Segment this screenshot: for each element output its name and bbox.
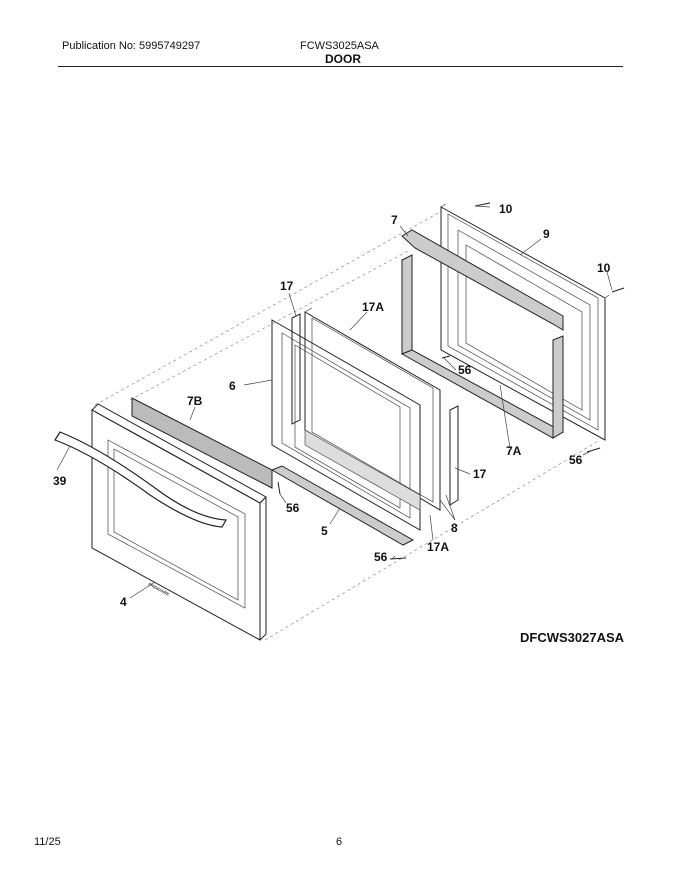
- callout-17-right: 17: [473, 467, 487, 481]
- callout-8: 8: [451, 521, 458, 535]
- diagram-code: DFCWS3027ASA: [520, 630, 625, 645]
- insulation-panel: [304, 307, 441, 511]
- callout-10-right: 10: [597, 261, 611, 275]
- callout-39: 39: [53, 474, 67, 488]
- callout-17A-top: 17A: [362, 300, 384, 314]
- callout-10-top: 10: [499, 202, 513, 216]
- callout-7B: 7B: [187, 394, 203, 408]
- callout-56-bottom: 56: [374, 550, 388, 564]
- inner-door-frame: [440, 203, 610, 441]
- door-liner: [271, 319, 421, 531]
- page-number: 6: [336, 836, 343, 848]
- alignment-lines: [94, 211, 601, 641]
- callout-17A-bottom: 17A: [427, 540, 449, 554]
- callout-5: 5: [321, 524, 328, 538]
- callout-9: 9: [543, 227, 550, 241]
- section-title: DOOR: [325, 52, 361, 66]
- model-number: FCWS3025ASA: [300, 40, 379, 52]
- screws: [277, 202, 625, 560]
- callout-7: 7: [391, 213, 398, 227]
- callout-7A: 7A: [506, 444, 522, 458]
- callout-56-upper: 56: [458, 363, 472, 377]
- callout-56-left: 56: [286, 501, 300, 515]
- header-rule: [58, 66, 623, 67]
- callout-17-top: 17: [280, 279, 294, 293]
- publication-number: Publication No: 5995749297: [62, 40, 201, 52]
- glass-strip: [131, 397, 273, 489]
- footer-date: 11/25: [34, 836, 61, 848]
- door-handle: [54, 431, 227, 528]
- bottom-trim: [270, 465, 415, 546]
- callout-4: 4: [120, 595, 127, 609]
- callout-6: 6: [229, 379, 236, 393]
- side-trims: [291, 313, 459, 506]
- leader-lines: [56, 205, 613, 599]
- outer-door: [91, 403, 267, 641]
- callout-56-right: 56: [569, 453, 583, 467]
- callout-labels: 10 7 9 10 17 17A 56 6 7B 7A 56 39 17 56 …: [53, 202, 611, 609]
- door-gasket: [400, 229, 565, 439]
